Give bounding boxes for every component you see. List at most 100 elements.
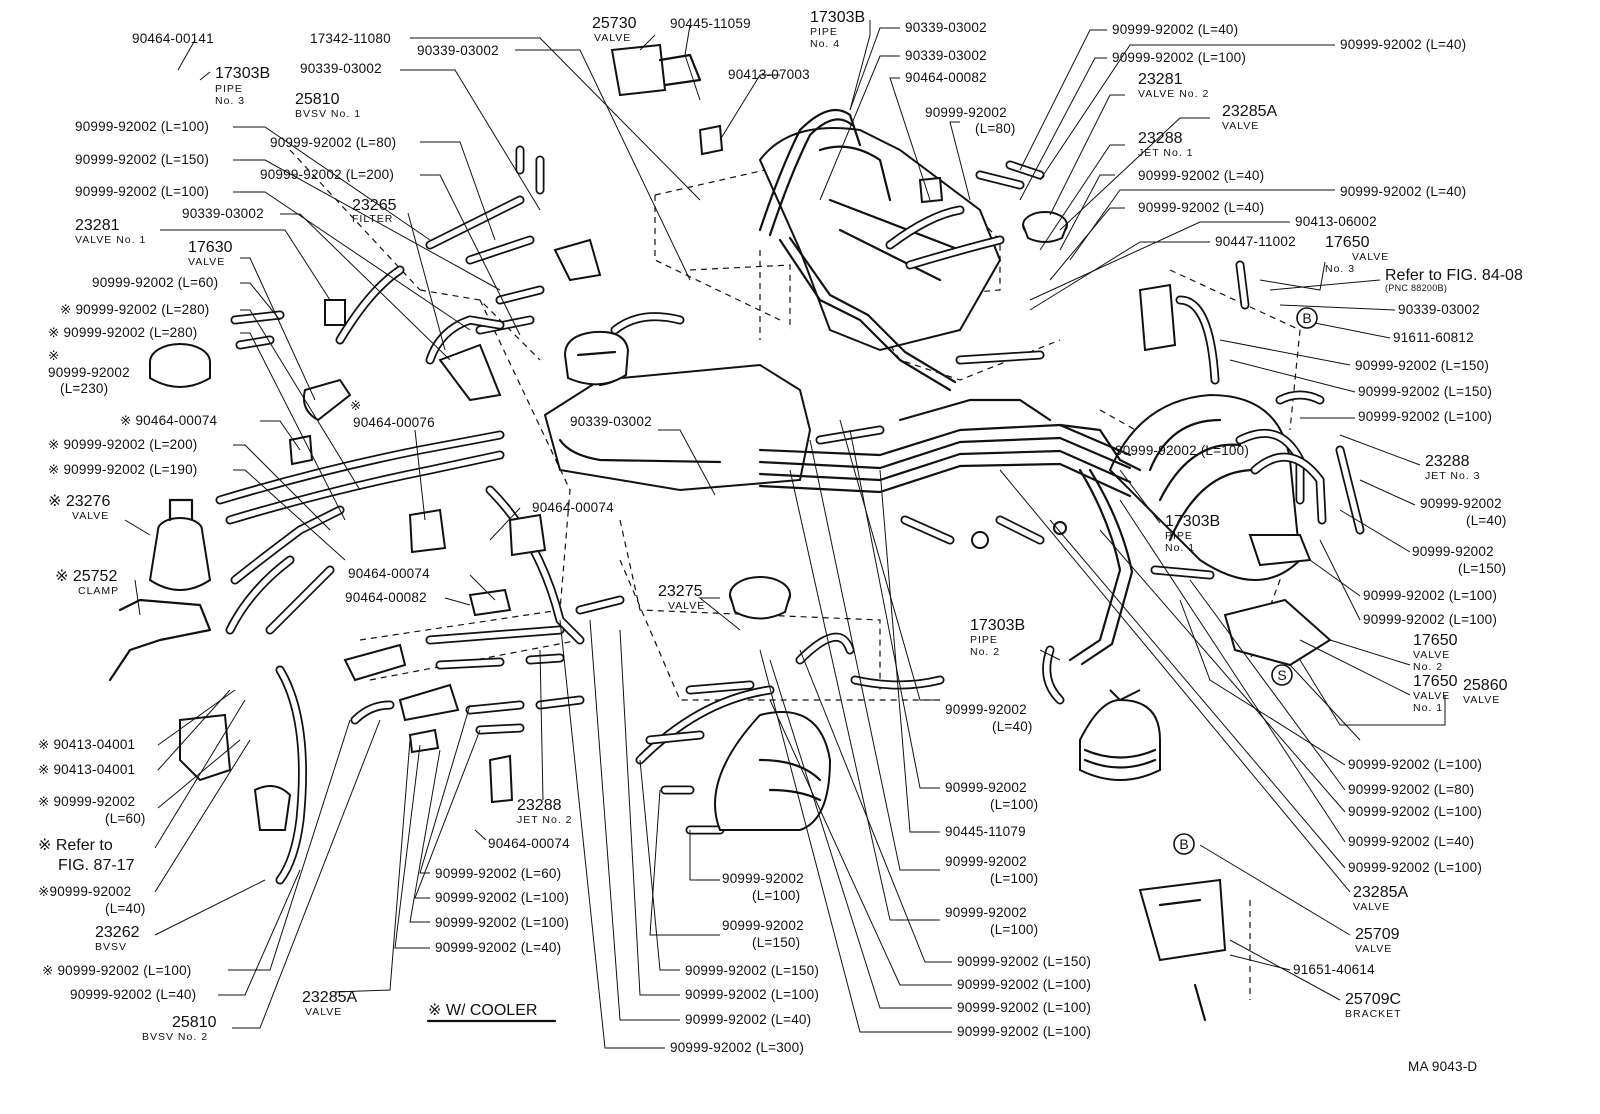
part-label: ※ 90999-92002 (38, 794, 135, 809)
part-label: 23285A (302, 989, 357, 1006)
part-label: 90999-92002 (L=40) (1340, 184, 1466, 199)
part-label: 25709C (1345, 991, 1401, 1008)
part-label: 90339-03002 (905, 20, 987, 35)
part-label-sub: BVSV No. 2 (142, 1031, 208, 1043)
part-label: 90339-03002 (300, 61, 382, 76)
part-label: ※ (350, 398, 362, 413)
part-label: Refer to FIG. 84-08 (1385, 267, 1523, 284)
part-label: (L=40) (1466, 513, 1507, 528)
part-label: ※ 23276 (48, 493, 110, 510)
ref-mark-b-bottom (1173, 833, 1195, 855)
part-label: 90999-92002 (L=40) (1138, 168, 1264, 183)
part-label: FIG. 87-17 (58, 857, 135, 874)
part-label: 90339-03002 (570, 414, 652, 429)
part-label: 23285A (1222, 103, 1277, 120)
part-label-sub: JET No. 2 (517, 814, 573, 826)
part-label: 90464-00074 (532, 500, 614, 515)
part-label: 23288 (517, 797, 562, 814)
part-label: 90999-92002 (48, 365, 130, 380)
part-label: 90999-92002 (L=100) (957, 1000, 1091, 1015)
part-label: 90999-92002 (945, 780, 1027, 795)
part-label: 23281 (75, 217, 120, 234)
part-label: 90999-92002 (L=80) (270, 135, 396, 150)
part-label: 90464-00082 (905, 70, 987, 85)
part-label: 90999-92002 (925, 105, 1007, 120)
part-label: 90339-03002 (905, 48, 987, 63)
part-label: 23288 (1138, 130, 1183, 147)
part-label: 17303B (215, 65, 270, 82)
part-label-sub: VALVE (1355, 943, 1392, 955)
part-label: 90999-92002 (L=200) (260, 167, 394, 182)
part-label: 90464-00076 (353, 415, 435, 430)
part-label: (L=40) (105, 901, 146, 916)
part-label: ※ 90999-92002 (L=280) (60, 302, 210, 317)
part-label: 90464-00074 (348, 566, 430, 581)
document-code: MA 9043-D (1408, 1059, 1477, 1074)
part-label: 90999-92002 (L=40) (70, 987, 196, 1002)
part-label: 90445-11079 (945, 824, 1026, 839)
part-label: 90447-11002 (1215, 234, 1296, 249)
part-label: 90999-92002 (L=100) (1115, 443, 1249, 458)
part-label: (L=100) (990, 922, 1038, 937)
part-label: 23288 (1425, 453, 1470, 470)
part-label: (L=150) (1458, 561, 1506, 576)
part-label: 90413-06002 (1295, 214, 1377, 229)
part-label-sub: No. 3 (1325, 263, 1355, 275)
legend: ※ W/ COOLER (426, 1002, 557, 1023)
part-label: 90999-92002 (L=150) (1355, 358, 1489, 373)
part-label: (L=100) (752, 888, 800, 903)
part-label-sub: VALVE (1222, 120, 1259, 132)
part-label: (L=60) (105, 811, 146, 826)
part-label: 17650 (1413, 632, 1458, 649)
part-label: 90999-92002 (L=40) (1348, 834, 1474, 849)
part-label-sub: No. 3 (215, 95, 245, 107)
part-label: 17303B (810, 9, 865, 26)
part-label: 17650 (1325, 234, 1370, 251)
part-label-sub: VALVE (1413, 649, 1450, 661)
ref-mark-s (1271, 664, 1293, 686)
part-label-sub: PIPE (215, 83, 243, 95)
part-label: ※ 90999-92002 (L=190) (48, 462, 198, 477)
part-label: ※ 90999-92002 (L=280) (48, 325, 198, 340)
part-label: ※ 25752 (55, 568, 117, 585)
part-label: 17303B (970, 617, 1025, 634)
part-label: 90999-92002 (L=100) (957, 977, 1091, 992)
part-label-sub: PIPE (1165, 530, 1193, 542)
part-label: 90999-92002 (L=100) (1348, 757, 1482, 772)
part-label: 17342-11080 (310, 31, 391, 46)
part-label: 90999-92002 (L=40) (1138, 200, 1264, 215)
part-label: 90999-92002 (L=100) (435, 890, 569, 905)
part-label-sub: VALVE (188, 256, 225, 268)
part-label: 90999-92002 (L=100) (1363, 588, 1497, 603)
part-label: (L=80) (975, 121, 1016, 136)
part-label: 23281 (1138, 71, 1183, 88)
part-label: 17303B (1165, 513, 1220, 530)
part-label: (L=100) (990, 871, 1038, 886)
part-label: ※ 90413-04001 (38, 737, 135, 752)
part-label-sub: CLAMP (78, 585, 119, 597)
part-label: 23265 (352, 197, 397, 214)
part-label: 17630 (188, 239, 233, 256)
part-label: 90999-92002 (L=100) (1358, 409, 1492, 424)
part-label-sub: VALVE No. 2 (1138, 88, 1209, 100)
part-label-sub: VALVE (1352, 251, 1389, 263)
part-label: 90413-07003 (728, 67, 810, 82)
part-label: 90999-92002 (945, 905, 1027, 920)
part-label-sub: VALVE (1463, 694, 1500, 706)
part-label: 90999-92002 (L=150) (75, 152, 209, 167)
part-label: 90999-92002 (L=40) (685, 1012, 811, 1027)
part-label: ※90999-92002 (38, 884, 131, 899)
parts-drawing (108, 43, 1365, 1022)
part-label: 90999-92002 (945, 854, 1027, 869)
part-label-sub: VALVE No. 1 (75, 234, 146, 246)
part-label: 90999-92002 (722, 871, 804, 886)
part-label: 90999-92002 (L=150) (1358, 384, 1492, 399)
part-label: 90339-03002 (417, 43, 499, 58)
part-label: 90999-92002 (L=60) (435, 866, 561, 881)
part-label-sub: VALVE (668, 600, 705, 612)
cooler-legend: ※ W/ COOLER (428, 1002, 537, 1019)
part-label: 90445-11059 (670, 16, 751, 31)
part-label: 90999-92002 (L=100) (435, 915, 569, 930)
part-label-sub: PIPE (810, 26, 838, 38)
